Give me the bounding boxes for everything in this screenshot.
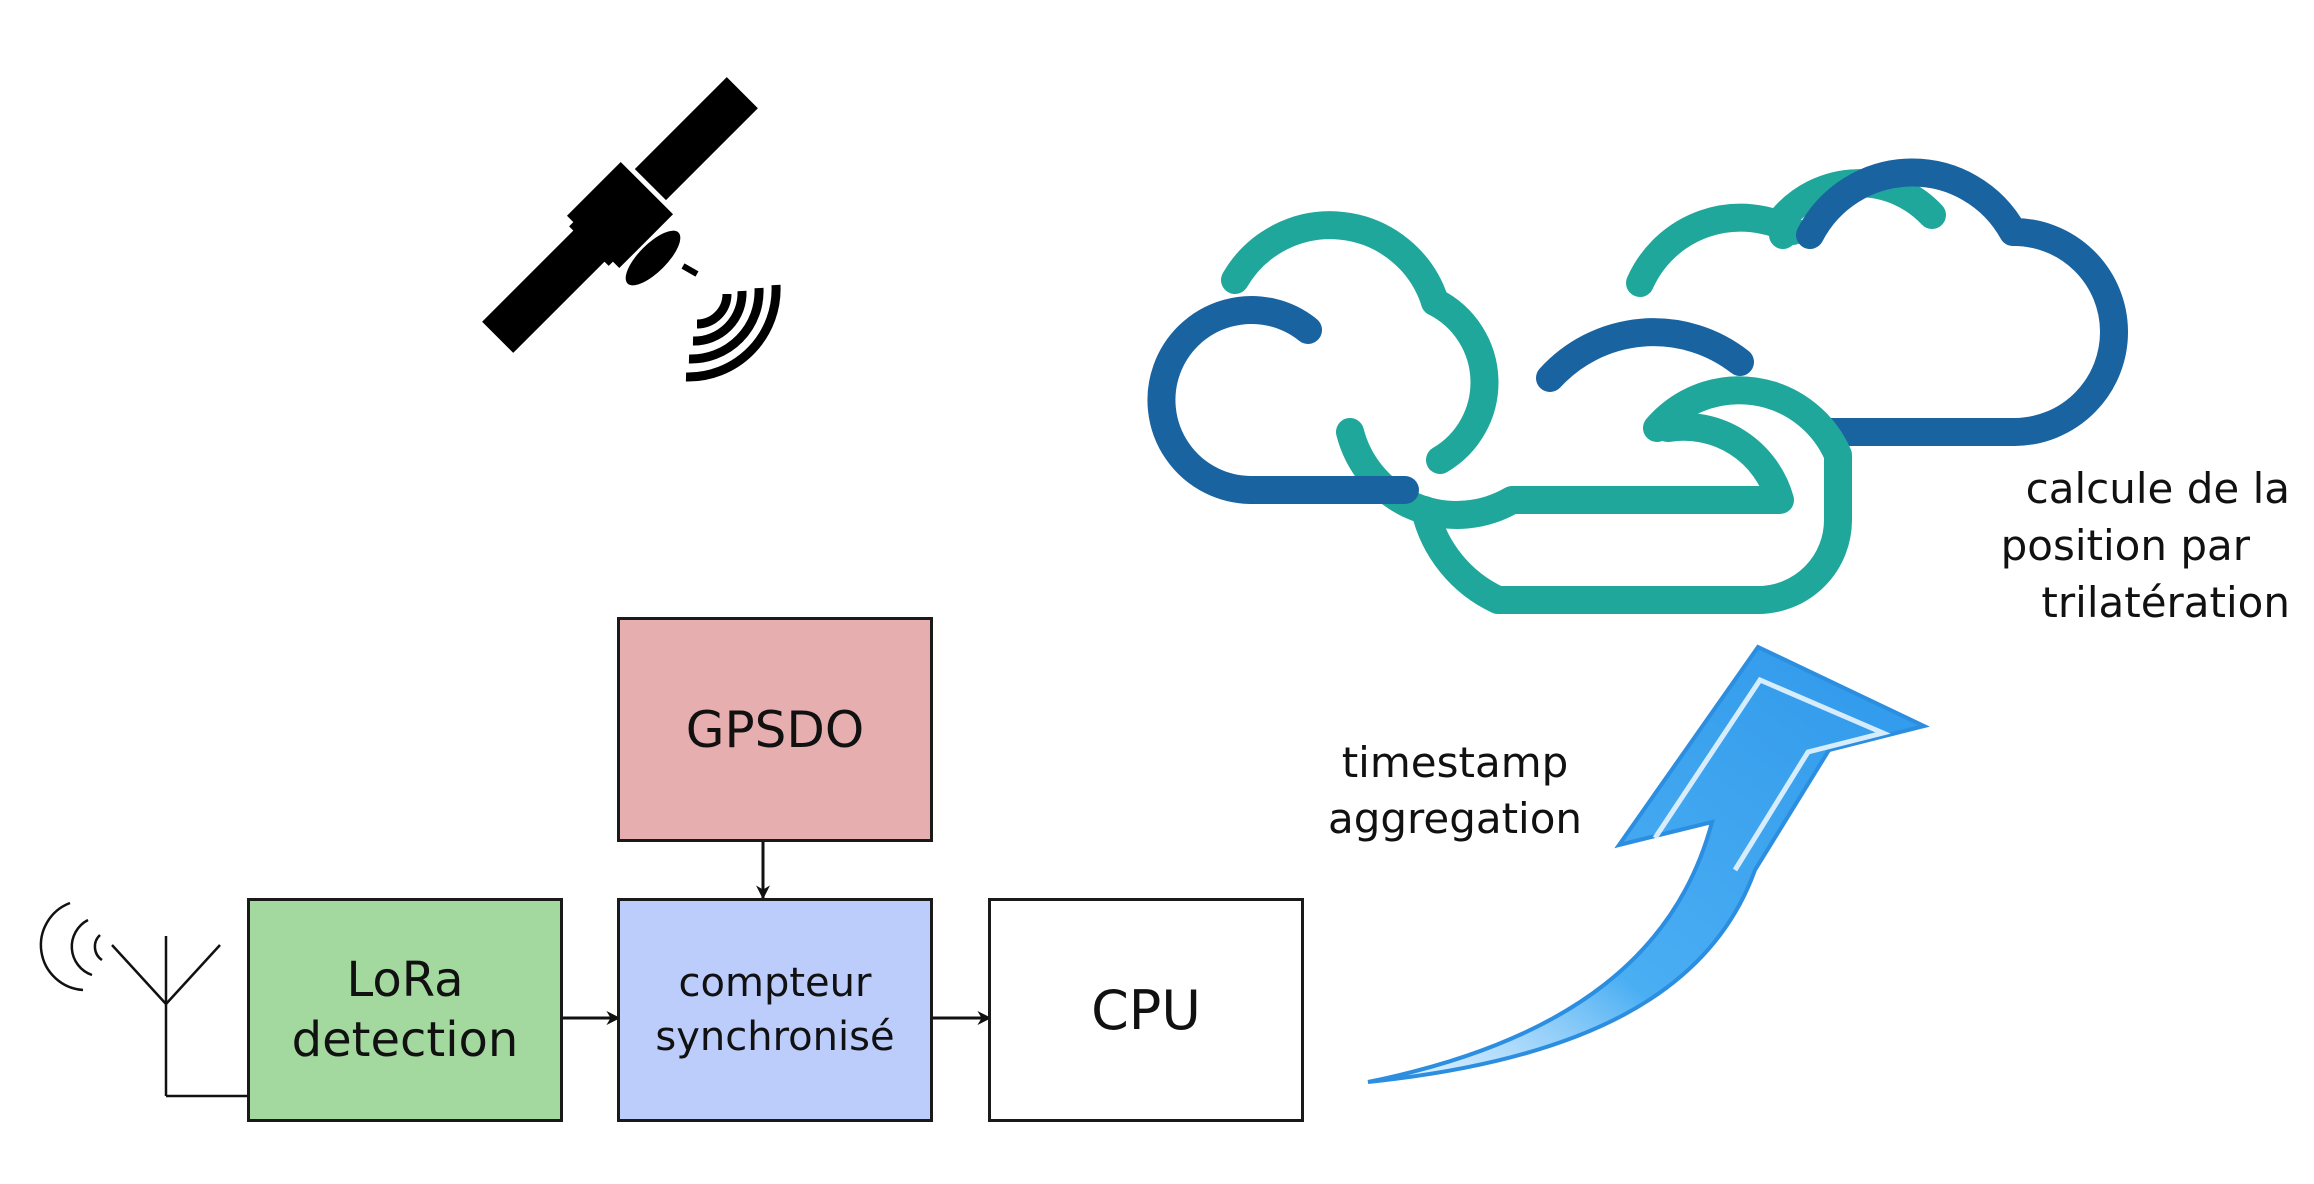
lora-detection-block: LoRa detection [247,898,563,1122]
aggregation-line2: aggregation [1327,794,1583,843]
cloud-caption-line2: position par [2000,521,2250,570]
lora-label-line1: LoRa [346,952,464,1008]
cloud-caption-line1: calcule de la [2025,464,2290,513]
counter-label-line1: compteur [678,960,872,1006]
lora-label-line2: detection [291,1012,519,1068]
cloud-caption-line3: trilatération [2041,578,2290,627]
aggregation-line1: timestamp [1341,738,1569,787]
synchronized-counter-block: compteur synchronisé [617,898,933,1122]
curved-arrow-icon [1367,644,1930,1084]
gpsdo-block: GPSDO [617,617,933,842]
antenna-icon [39,901,247,1098]
counter-label-line2: synchronisé [655,1014,895,1060]
cloud-caption: calcule de la position par trilatération [1950,460,2290,631]
cloud-icon [1147,158,2128,614]
satellite-icon [482,77,781,382]
cpu-block: CPU [988,898,1304,1122]
gpsdo-label: GPSDO [685,700,865,759]
aggregation-label: timestamp aggregation [1305,735,1605,847]
cpu-label: CPU [1091,978,1201,1042]
